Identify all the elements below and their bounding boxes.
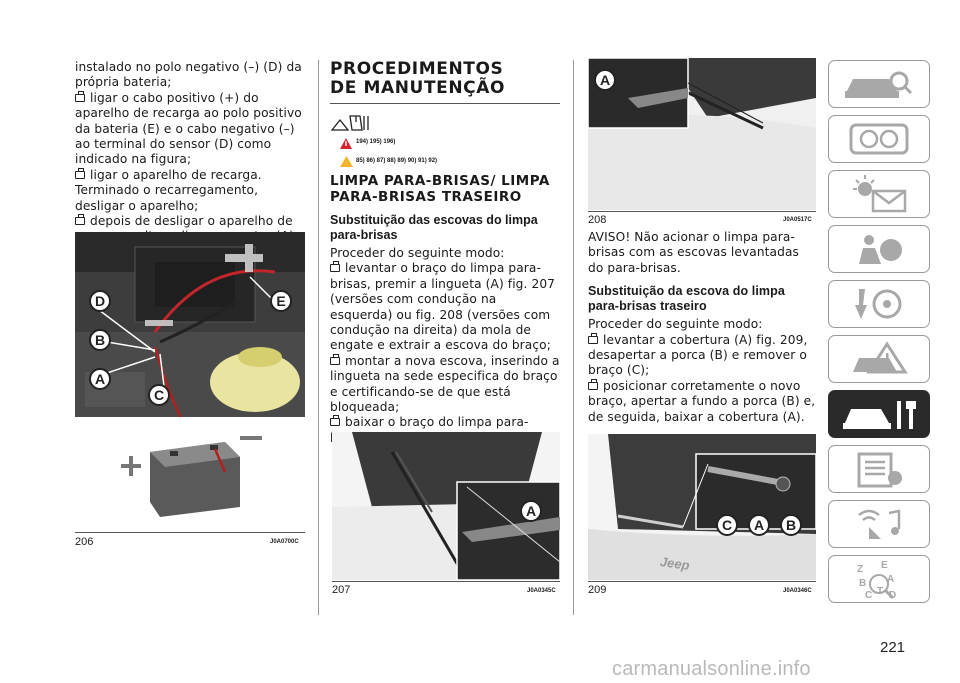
- index-letter: B: [859, 578, 866, 589]
- column-divider: [573, 60, 574, 615]
- bullet-icon: [75, 213, 89, 226]
- warning-triangle-red-icon: [340, 138, 352, 149]
- bullet-icon: [588, 377, 602, 390]
- warning-notice: AVISO! Não acionar o limpa para-brisas c…: [588, 230, 799, 275]
- tab-warning-lights[interactable]: [828, 170, 930, 218]
- figure-208-wiper-rhd: A: [587, 57, 816, 210]
- procedure-intro: Proceder do seguinte modo:: [588, 317, 763, 332]
- bullet-icon: [588, 331, 602, 344]
- battery-illustration: [75, 232, 305, 527]
- list-item: ligar o cabo positivo (+) do aparelho de…: [75, 89, 302, 167]
- figure-206-number: 206: [75, 536, 94, 548]
- callout-C: C: [716, 514, 738, 536]
- callout-D: D: [89, 290, 111, 312]
- bullet-icon: [75, 89, 89, 102]
- index-letter: C: [865, 590, 872, 601]
- figure-207-wiper-lhd: A: [332, 432, 561, 581]
- figure-208-code: J0A0517C: [783, 217, 812, 223]
- column-divider: [318, 60, 319, 615]
- bullet-icon: [330, 352, 344, 365]
- tab-service-maintenance[interactable]: [828, 390, 930, 438]
- warning-references: 194) 195) 196) 85) 86) 87) 88) 89) 90) 9…: [330, 112, 560, 172]
- callout-E: E: [270, 290, 292, 312]
- instrument-panel-icon: [849, 123, 909, 155]
- figure-207-code: J0A0345C: [527, 588, 556, 594]
- airbag-safety-icon: [859, 235, 902, 264]
- tab-multimedia[interactable]: [828, 500, 930, 548]
- figure-206-rule: [75, 532, 305, 533]
- index-letter: A: [887, 574, 894, 585]
- manual-book-icon: [330, 115, 369, 131]
- callout-A: A: [748, 514, 770, 536]
- wiper-illustration-207: [332, 432, 561, 581]
- tab-safety[interactable]: [828, 225, 930, 273]
- page-number: 221: [880, 639, 906, 656]
- column-2: PROCEDIMENTOS DE MANUTENÇÃO 194) 195) 19…: [330, 60, 560, 446]
- figure-206-code: J0A0700C: [270, 539, 299, 545]
- index-letter: Z: [857, 564, 863, 575]
- index-letter: T: [877, 586, 883, 597]
- tab-technical-data[interactable]: [828, 445, 930, 493]
- tab-starting-driving[interactable]: [828, 280, 930, 328]
- car-dashboard-icon: [845, 71, 913, 98]
- maintenance-icon: [843, 401, 916, 429]
- callout-A: A: [89, 368, 111, 390]
- tab-dashboard[interactable]: [828, 115, 930, 163]
- tab-vehicle-knowledge[interactable]: [828, 60, 930, 108]
- bullet-icon: [330, 414, 344, 427]
- warning-refs-2: 85) 86) 87) 88) 89) 90) 91) 92): [356, 158, 438, 164]
- tab-emergency[interactable]: [828, 335, 930, 383]
- figure-206-battery-charging: D E B A C: [75, 232, 305, 527]
- watermark: carmanualsonline.info: [612, 658, 811, 680]
- figure-209-rear-wiper: C A B Jeep: [588, 434, 817, 580]
- figure-208-number: 208: [588, 214, 607, 226]
- list-item: levantar a cobertura (A) fig. 209, desap…: [588, 331, 808, 378]
- callout-A: A: [594, 69, 616, 91]
- rear-wiper-illustration: [588, 434, 817, 580]
- list-item: montar a nova escova, inserindo a lingue…: [330, 352, 560, 415]
- rear-wiper-replacement-title: Substituição da escova do limpa para-bri…: [588, 284, 785, 314]
- list-item: ligar o aparelho de recarga. Terminado o…: [75, 166, 262, 213]
- figure-209-code: J0A0346C: [783, 588, 812, 594]
- section-title: PROCEDIMENTOS DE MANUTENÇÃO: [330, 59, 506, 98]
- list-item: levantar o braço do limpa para-brisas, p…: [330, 260, 556, 353]
- wiper-procedure: Proceder do seguinte modo: levantar o br…: [330, 246, 560, 446]
- index-icon: Z E B A C T D: [857, 560, 896, 601]
- column-3-text: AVISO! Não acionar o limpa para-brisas c…: [588, 230, 816, 425]
- procedure-intro: Proceder do seguinte modo:: [330, 246, 505, 260]
- section-title-rule: [330, 103, 560, 104]
- paragraph-continuation: instalado no polo negativo (–) (D) da pr…: [75, 60, 302, 90]
- figure-208-rule: [588, 211, 816, 212]
- figure-207-number: 207: [332, 584, 351, 596]
- list-item: posicionar corretamente o novo braço, ap…: [588, 377, 816, 424]
- callout-B: B: [89, 329, 111, 351]
- callout-C: C: [148, 384, 170, 406]
- callout-B: B: [780, 514, 802, 536]
- warning-triangle-yellow-icon: [340, 156, 353, 167]
- steering-starting-icon: [855, 289, 902, 319]
- warning-refs-1: 194) 195) 196): [356, 139, 396, 145]
- figure-209-rule: [588, 581, 816, 582]
- wiper-illustration-208: [587, 57, 816, 210]
- index-letter: E: [881, 560, 888, 571]
- emergency-icon: [853, 341, 908, 374]
- tab-index[interactable]: Z E B A C T D: [828, 555, 930, 603]
- column-1: instalado no polo negativo (–) (D) da pr…: [75, 60, 307, 260]
- wiper-blade-replacement-title: Substituição das escovas do limpa para-b…: [330, 213, 538, 242]
- technical-data-icon: [857, 452, 902, 488]
- lights-mail-icon: [853, 175, 907, 213]
- bullet-icon: [330, 260, 344, 273]
- callout-A: A: [520, 500, 542, 522]
- bullet-icon: [75, 166, 89, 179]
- figure-207-rule: [332, 581, 560, 582]
- figure-209-number: 209: [588, 584, 607, 596]
- wiper-subtitle: LIMPA PARA-BRISAS/ LIMPA PARA-BRISAS TRA…: [330, 173, 550, 205]
- multimedia-icon: [858, 509, 901, 539]
